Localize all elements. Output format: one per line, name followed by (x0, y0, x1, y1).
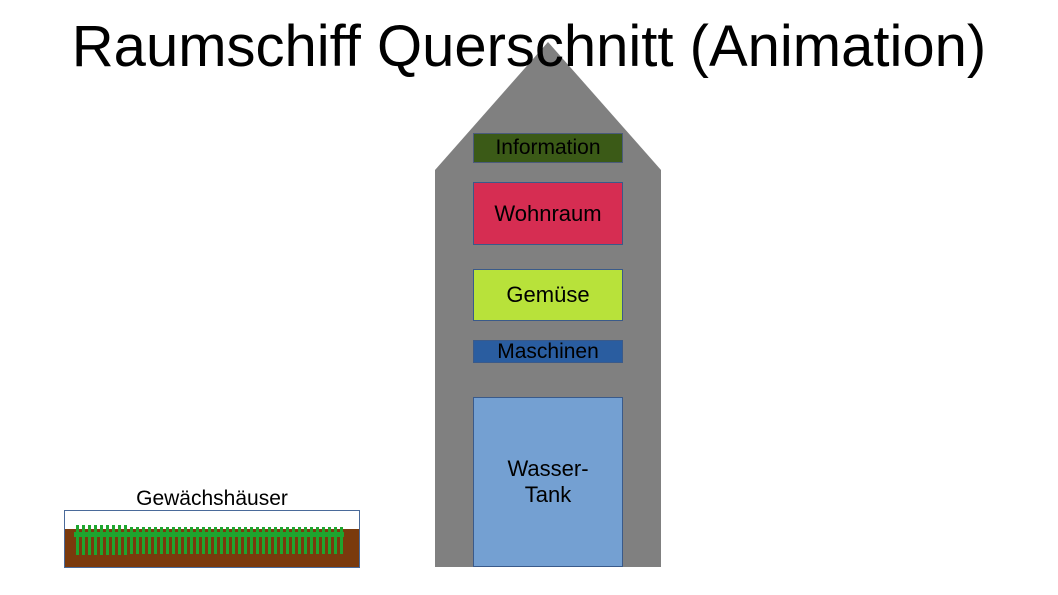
plant-bar (148, 527, 151, 554)
plant-bar (262, 527, 265, 554)
plant-bar (106, 525, 109, 555)
plant-bar (340, 527, 343, 554)
plant-bar (226, 527, 229, 554)
plant-bar (274, 527, 277, 554)
plant-bar (208, 527, 211, 554)
plant-bar (136, 527, 139, 554)
page-title: Raumschiff Querschnitt (Animation) (71, 14, 987, 79)
plant-bar (328, 527, 331, 554)
plant-bar (202, 527, 205, 554)
plant-bar (184, 527, 187, 554)
plant-bar (82, 525, 85, 555)
plant-bar (100, 525, 103, 555)
plant-bar (292, 527, 295, 554)
plant-bar (310, 527, 313, 554)
plant-bar (304, 527, 307, 554)
plant-bar (178, 527, 181, 554)
plant-bar (220, 527, 223, 554)
plant-bar (244, 527, 247, 554)
plant-bar (94, 525, 97, 555)
plant-bar (280, 527, 283, 554)
greenhouse-plants (74, 525, 344, 555)
plant-bar (214, 527, 217, 554)
plant-bar (298, 527, 301, 554)
module-wassertank: Wasser- Tank (473, 397, 623, 567)
plant-bar (196, 527, 199, 554)
plant-bar (256, 527, 259, 554)
plant-bar (76, 525, 79, 555)
plant-bar (250, 527, 253, 554)
plant-bar (322, 527, 325, 554)
plant-bar (166, 527, 169, 554)
plant-bar (130, 527, 133, 554)
plant-bar (232, 527, 235, 554)
greenhouse-box (64, 510, 360, 568)
plant-bar (172, 527, 175, 554)
plant-bar (334, 527, 337, 554)
plant-bar (190, 527, 193, 554)
plant-bar (286, 527, 289, 554)
plant-bar (316, 527, 319, 554)
plant-bar (160, 527, 163, 554)
module-maschinen: Maschinen (473, 340, 623, 363)
plant-bar (88, 525, 91, 555)
plant-bar (112, 525, 115, 555)
plant-bar (124, 525, 127, 555)
plant-bar (154, 527, 157, 554)
plant-bar (238, 527, 241, 554)
module-information: Information (473, 133, 623, 163)
greenhouse-label: Gewächshäuser (136, 487, 288, 510)
module-wohnraum: Wohnraum (473, 182, 623, 245)
plant-bar (142, 527, 145, 554)
plant-bar (268, 527, 271, 554)
plant-bar (118, 525, 121, 555)
module-gemuese: Gemüse (473, 269, 623, 321)
